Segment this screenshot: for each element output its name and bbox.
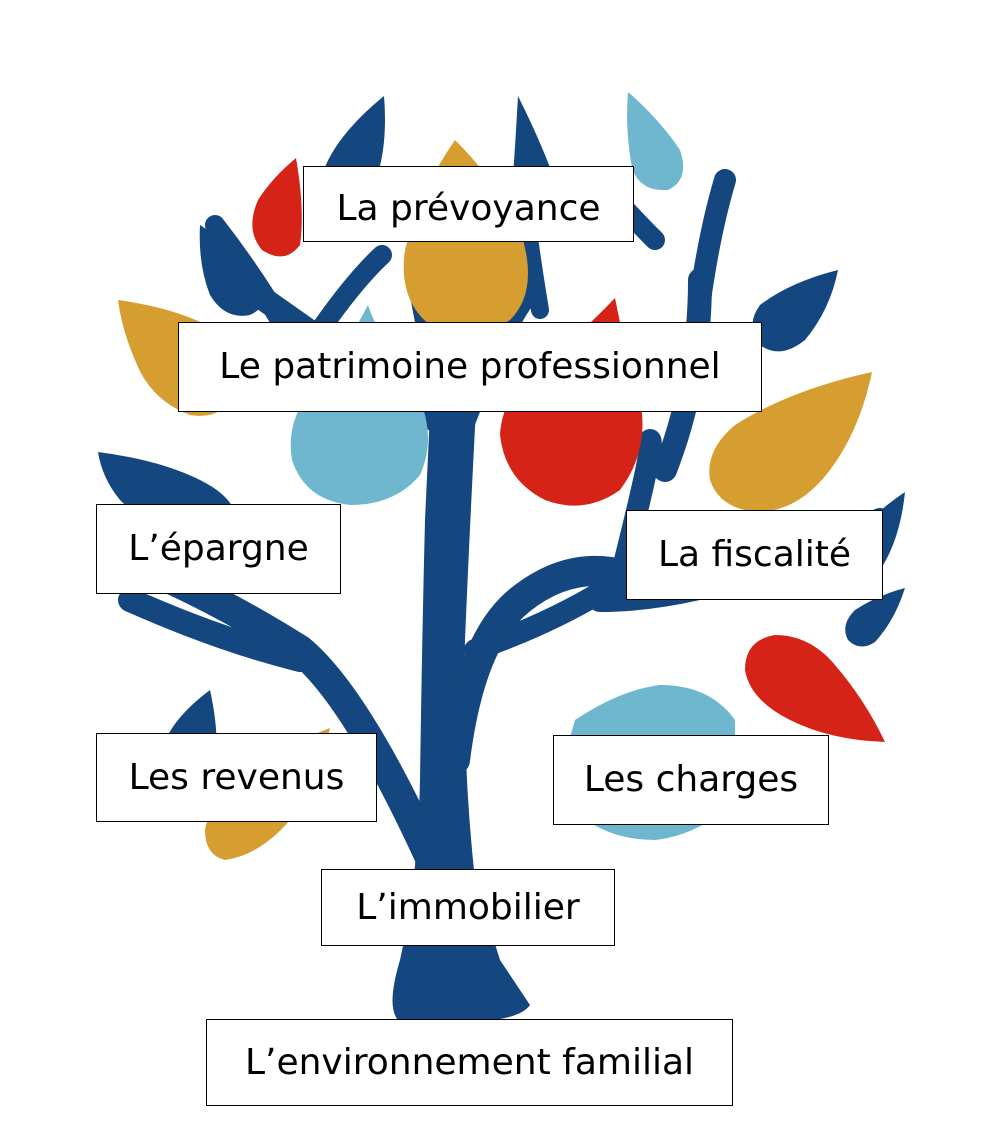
label-epargne: L’épargne [96,504,341,594]
leaf-red-top-left [252,158,302,257]
label-patrimoine-professionnel: Le patrimoine professionnel [178,322,762,412]
leaf-red-right [745,635,885,742]
leaf-navy-right-small [845,588,905,647]
leaf-gold-right [709,372,872,512]
label-environnement-familial: L’environnement familial [206,1019,733,1106]
label-prevoyance: La prévoyance [303,166,634,242]
leaf-navy-right-upper [752,270,838,352]
label-fiscalite: La fiscalité [626,510,883,600]
label-revenus: Les revenus [96,733,377,822]
label-charges: Les charges [553,735,829,825]
leaf-lightblue-top-right [627,92,684,191]
label-immobilier: L’immobilier [321,869,615,946]
leaf-navy-left-upper [199,225,266,316]
